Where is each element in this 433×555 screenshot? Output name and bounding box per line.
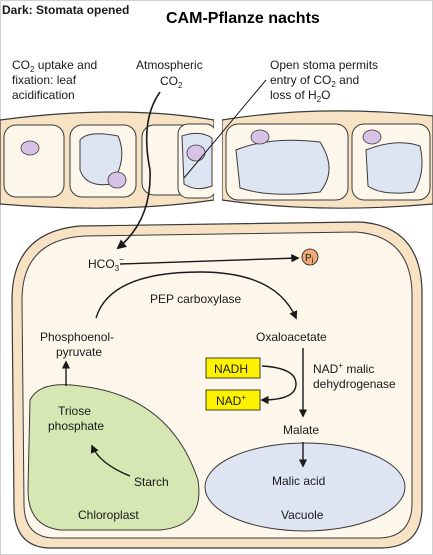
chloroplast-shape	[27, 384, 200, 531]
uptake-label: CO2 uptake and fixation: leaf acidificat…	[12, 58, 97, 102]
svg-text:entry of CO2 and: entry of CO2 and	[270, 73, 359, 89]
enzyme-label-line1: NAD+ malic	[313, 361, 374, 376]
nad-label: NAD+	[216, 393, 246, 408]
pep-label-line1: Phosphoenol-	[40, 330, 114, 344]
hco3-label: HCO3−	[88, 255, 124, 273]
starch-label: Starch	[134, 475, 169, 489]
malic-acid-label: Malic acid	[272, 474, 325, 488]
svg-text:fixation: leaf: fixation: leaf	[12, 73, 77, 87]
pep-label-line2: pyruvate	[56, 345, 102, 359]
stoma-opening	[214, 118, 222, 202]
pep-carboxylase-arc	[95, 271, 298, 320]
nadh-to-nad-arc	[260, 365, 297, 405]
pi-arrow	[119, 254, 300, 265]
nadh-box	[205, 357, 261, 379]
starch-to-triose-arrow	[90, 444, 131, 477]
pi-label: Pi	[305, 253, 314, 265]
oxaloacetate-label: Oxaloacetate	[256, 330, 327, 344]
nadh-label: NADH	[214, 362, 248, 376]
vacuole-label: Vacuole	[281, 508, 324, 522]
atmospheric-co2-label: Atmospheric CO2	[136, 58, 203, 90]
svg-text:Atmospheric: Atmospheric	[136, 58, 203, 72]
pep-carboxylase-label: PEP carboxylase	[150, 292, 241, 306]
open-stoma-label: Open stoma permits entry of CO2 and loss…	[270, 58, 378, 104]
triose-label-line1: Triose	[58, 404, 91, 418]
svg-text:CO2: CO2	[160, 74, 183, 90]
svg-text:acidification: acidification	[12, 88, 75, 102]
nad-box	[205, 389, 261, 411]
vacuole-shape	[204, 442, 406, 532]
triose-label-line2: phosphate	[48, 419, 104, 433]
pi-circle	[301, 248, 319, 266]
malate-label: Malate	[283, 423, 319, 437]
header-caption: Dark: Stomata opened	[2, 3, 129, 17]
co2-entry-arrow	[116, 91, 161, 250]
enzyme-label-line2: dehydrogenase	[313, 377, 396, 391]
upper-cell-layer	[0, 110, 433, 209]
svg-text:loss of H2O: loss of H2O	[270, 88, 330, 104]
svg-text:CO2 uptake and: CO2 uptake and	[12, 58, 97, 74]
page-title: CAM-Pflanze nachts	[166, 10, 320, 27]
stoma-leader-line	[183, 79, 267, 179]
svg-text:Open stoma permits: Open stoma permits	[270, 58, 378, 72]
chloroplast-label: Chloroplast	[78, 508, 139, 522]
